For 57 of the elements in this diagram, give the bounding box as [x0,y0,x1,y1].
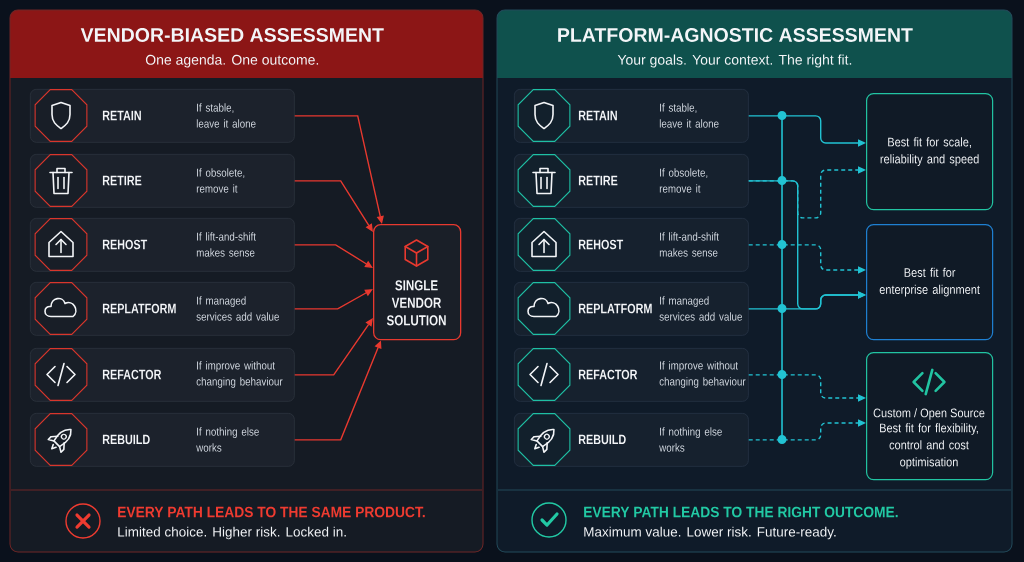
solution-box [373,224,462,341]
option-card [514,348,749,402]
arrow [294,289,373,310]
option-description: If lift-and-shift makes sense [196,232,256,257]
arrow [294,180,373,232]
option-description: If stable, leave it alone [659,103,719,128]
option-card [30,154,295,208]
option-name: RETIRE [578,175,618,186]
option-name: REFACTOR [578,369,638,380]
option-name: REBUILD [578,434,626,445]
platform-box [866,352,994,481]
panel-title: PLATFORM-AGNOSTIC ASSESSMENT [558,28,913,42]
option-card [30,89,295,143]
option-name: REPLATFORM [578,303,652,314]
footer-headline: EVERY PATH LEADS TO THE SAME PRODUCT. [118,506,425,518]
option-card [514,89,749,143]
option-description: If improve without changing behaviour [196,361,283,388]
option-description: If obsolete, remove it [196,168,245,193]
option-card [30,413,295,467]
panel-subtitle: Your goals. Your context. The right fit. [617,54,852,68]
option-name: RETAIN [102,110,141,121]
platform-box: Best fit for enterprise alignment [866,224,994,341]
panel-subtitle: One agenda. One outcome. [145,54,319,68]
footer-text: Limited choice. Higher risk. Locked in. [118,526,346,540]
option-description: If stable, leave it alone [196,103,256,128]
panel-title: VENDOR-BIASED ASSESSMENT [80,28,384,42]
arrow [294,318,373,376]
option-card [514,413,749,467]
option-name: RETIRE [102,175,142,186]
option-card [30,218,295,272]
option-card [514,282,749,336]
option-description: If managed services add value [659,296,742,321]
option-name: REBUILD [102,434,150,445]
solution-label: SINGLE VENDOR SOLUTION [386,280,446,326]
option-name: REHOST [102,239,148,250]
option-name: REHOST [578,239,624,250]
option-card [30,282,295,336]
option-description: If managed services add value [196,296,279,321]
option-description: If obsolete, remove it [659,168,708,193]
option-name: RETAIN [578,110,617,121]
option-description: If lift-and-shift makes sense [659,232,719,257]
option-card [514,218,749,272]
option-name: REFACTOR [102,369,162,380]
option-name: REPLATFORM [102,303,176,314]
option-card [30,348,295,402]
footer-headline: EVERY PATH LEADS TO THE RIGHT OUTCOME. [584,506,898,518]
footer-band [497,489,1012,540]
option-description: If improve without changing behaviour [659,361,746,388]
footer-text: Maximum value. Lower risk. Future-ready. [584,526,836,540]
platform-name: Custom / Open Source [873,408,985,420]
option-description: If nothing else works [659,427,722,452]
option-card [514,154,749,208]
footer-band [10,489,483,540]
platform-box: Best fit for scale, reliability and speed [866,93,994,211]
option-description: If nothing else works [196,427,259,452]
arrow [294,244,373,268]
platform-description: Best fit for flexibility, control and cost optimisation [880,423,978,469]
